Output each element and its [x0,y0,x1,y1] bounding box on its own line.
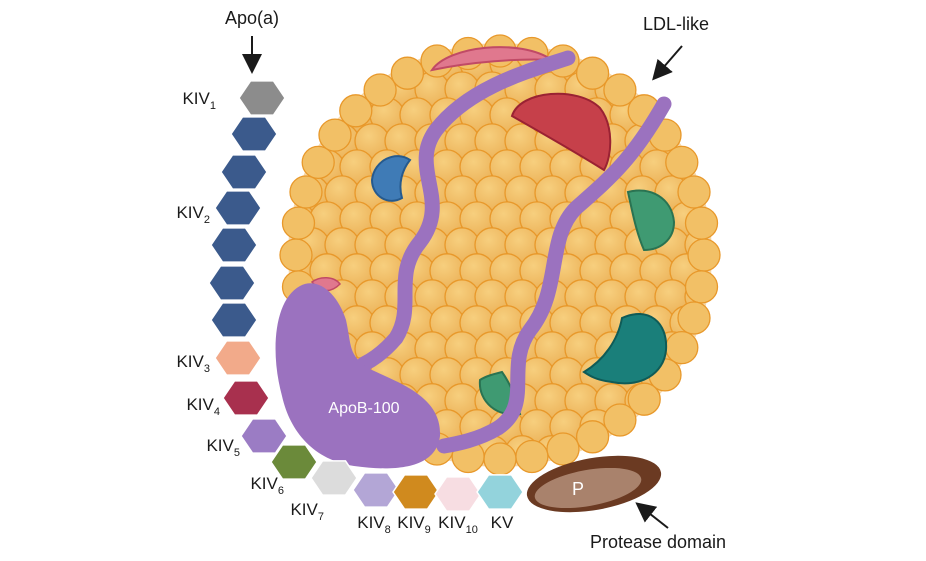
kringle-label-kiv8: KIV8 [357,513,391,536]
lipid-rim-bubble [665,145,699,180]
lipid-rim-bubble [339,94,373,128]
protease-domain-label: Protease domain [590,532,726,552]
lipid-rim-bubble [603,73,637,107]
kringle-kv [476,474,524,510]
ldl-like-label: LDL-like [643,14,709,34]
green-surface-protein-upper [626,189,676,252]
apo-a-label: Apo(a) [225,8,279,28]
apob-100-body [275,283,441,469]
kringle-label-kiv4: KIV4 [186,395,220,418]
kringle-chain [208,80,524,512]
lipid-rim-bubble [546,432,580,466]
lipid-rim-bubble [318,118,352,152]
kringle-kiv2f [210,302,258,338]
lipid-rim-bubble [279,238,313,272]
lipid-rim-bubble [289,175,323,209]
kringle-kiv6 [270,444,318,480]
lipid-rim-bubble [684,206,719,240]
lipid-rim-bubble [687,238,721,272]
protease-p-label: P [572,479,584,499]
kringle-label-kiv2c: KIV2 [176,203,210,226]
lipid-rim-bubble [603,403,637,437]
kringle-label-kiv9: KIV9 [397,513,431,536]
kringle-kiv10 [434,476,482,512]
kringle-kiv9 [392,474,440,510]
apob-label: ApoB-100 [328,400,399,417]
lipid-rim-bubble [677,301,711,335]
lipid-rim-bubble [390,56,425,90]
protease-domain: P [526,455,662,513]
ldl-like-arrow [652,45,683,81]
apob-strand-left [356,50,576,372]
kringle-label-kiv5: KIV5 [206,436,240,459]
ldl-particle: ApoB-100 [275,34,721,476]
kringle-kiv1 [238,80,286,116]
kringle-kiv2a [230,116,278,152]
lipid-rim-bubble [483,442,517,476]
kringle-label-kiv7: KIV7 [290,500,324,523]
apob-strand-right [436,96,672,454]
kringle-kiv5 [240,418,288,454]
teal-surface-protein [582,313,668,385]
kringle-label-kiv10: KIV10 [438,513,478,536]
kringle-kiv3 [214,340,262,376]
blue-surface-protein [370,155,412,202]
lipid-rim-bubble [665,330,699,365]
lipid-rim-bubble [363,73,397,107]
red-surface-protein [510,92,612,172]
lipid-rim-bubble [684,270,719,304]
kringle-label-kiv3: KIV3 [176,352,210,375]
lipid-rim-bubble [575,420,610,454]
kringle-label-kv: KV [491,513,514,532]
lipid-rim-bubble [677,175,711,209]
lipid-rim-bubble [627,382,661,416]
kringle-kiv2e [208,265,256,301]
kringle-kiv7 [310,460,358,496]
kringle-label-kiv6: KIV6 [250,474,284,497]
kringle-kiv2b [220,154,268,190]
kringle-kiv2d [210,227,258,263]
lipid-rim-bubble [515,439,549,474]
protease-inner-ellipse [534,467,642,509]
lipid-rim-bubble [575,56,610,90]
lipid-rim-bubble [281,206,316,240]
kringle-kiv2c [214,190,262,226]
lipid-rim-bubble [301,145,335,180]
kringle-kiv8 [352,472,400,508]
kringle-label-kiv1: KIV1 [182,89,216,112]
protease-arrow [635,502,669,529]
kringle-kiv4 [222,380,270,416]
